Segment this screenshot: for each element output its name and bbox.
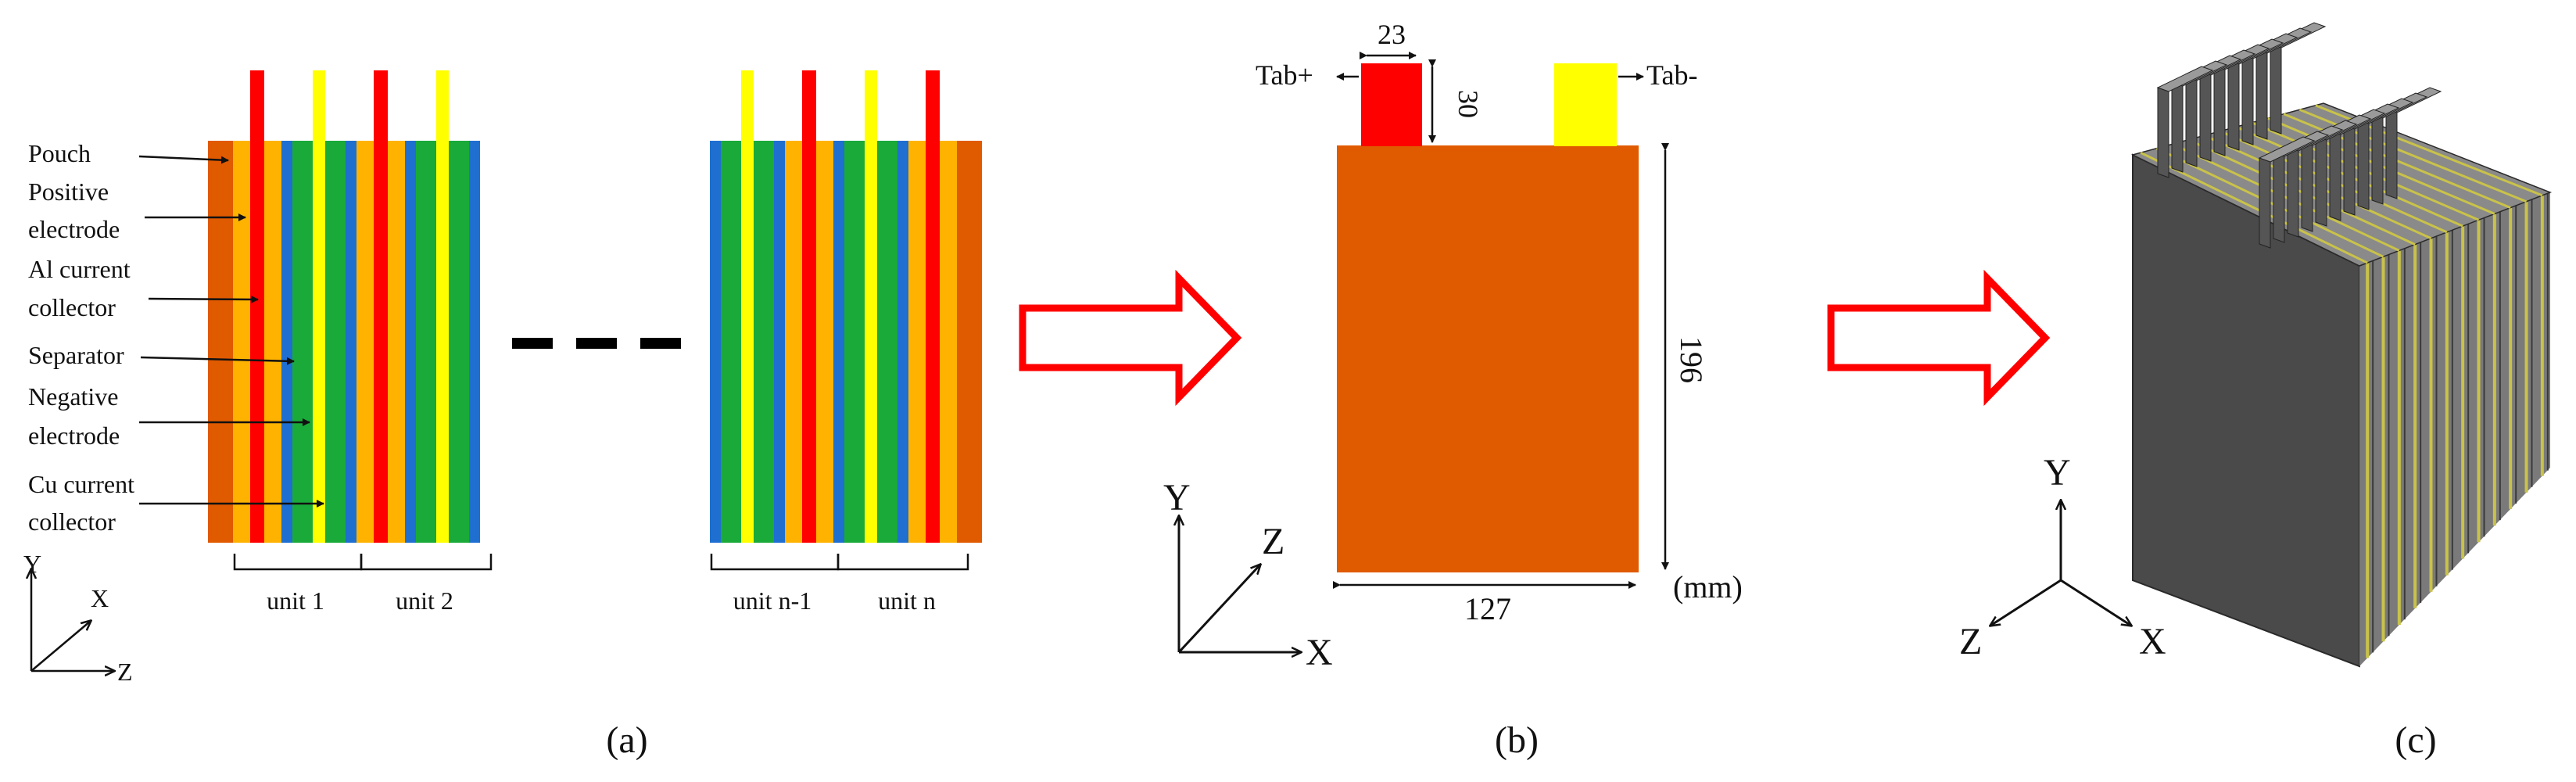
axis-c-z: Z [1959, 621, 1982, 662]
layer-separator [346, 141, 356, 543]
panel-b: Tab+ Tab- 23 30 196 127 (mm) Y Z X (b) [1163, 19, 1743, 761]
tab-positive [1361, 63, 1422, 146]
axis-c-x: X [2139, 621, 2166, 662]
layer-cu [313, 70, 325, 543]
axis-b-z: Z [1262, 521, 1284, 562]
label-cu-1: Cu current [28, 470, 134, 498]
layer-al [926, 70, 940, 543]
layer-negative [325, 141, 346, 543]
label-pouch: Pouch [28, 139, 91, 167]
caption-a: (a) [606, 719, 647, 761]
tab-plate [2156, 66, 2214, 178]
label-cu-2: collector [28, 508, 116, 536]
layer-separator [833, 141, 844, 543]
dim-tab-height: 30 [1453, 90, 1484, 118]
label-al-1: Al current [28, 255, 131, 283]
caption-b: (b) [1495, 719, 1539, 761]
tab-negative [1554, 63, 1617, 146]
tab-negative-label: Tab- [1646, 59, 1697, 91]
layer-positive [264, 141, 281, 543]
layer-positive [233, 141, 250, 543]
layer-negative [844, 141, 865, 543]
layer-pouch [208, 141, 233, 543]
axis-a-x: X [91, 584, 109, 612]
label-negative-2: electrode [28, 421, 120, 450]
axes-b [1179, 516, 1301, 652]
top-stripe [2140, 151, 2368, 264]
label-negative-1: Negative [28, 382, 119, 411]
axis-a-z: Z [117, 658, 133, 686]
label-positive-1: Positive [28, 178, 109, 206]
layer-stack-left [208, 70, 480, 543]
layer-stack-right [710, 70, 982, 543]
layer-labels: Pouch Positive electrode Al current coll… [28, 139, 324, 536]
cell-body [1337, 145, 1639, 572]
layer-separator [281, 141, 292, 543]
layer-negative [721, 141, 741, 543]
axis-a-y: Y [23, 550, 41, 578]
caption-c: (c) [2395, 719, 2436, 761]
layer-al [250, 70, 264, 543]
layer-al [802, 70, 816, 543]
tab-positive-label: Tab+ [1256, 59, 1313, 91]
flow-arrow-2 [1827, 269, 2051, 407]
layer-separator [897, 141, 908, 543]
axis-b-y: Y [1163, 477, 1191, 518]
layer-positive [388, 141, 405, 543]
layer-separator [469, 141, 480, 543]
layer-positive [356, 141, 374, 543]
layer-negative [449, 141, 469, 543]
layer-positive [940, 141, 957, 543]
label-positive-2: electrode [28, 215, 120, 243]
layer-stripes-side [2366, 192, 2549, 658]
unit-braces [233, 554, 969, 571]
dim-width: 127 [1464, 591, 1511, 626]
unit-n-label: unit n [878, 586, 936, 615]
layer-pouch [957, 141, 982, 543]
tab-stacks [2156, 22, 2442, 249]
layer-positive [785, 141, 802, 543]
layer-cu [865, 70, 877, 543]
ellipsis-dashes [512, 338, 681, 349]
layer-negative [416, 141, 436, 543]
layer-positive [816, 141, 833, 543]
layer-negative [877, 141, 897, 543]
layer-cu [741, 70, 754, 543]
axes-c [1990, 500, 2131, 626]
layer-negative [754, 141, 774, 543]
panel-a: Pouch Positive electrode Al current coll… [23, 70, 982, 761]
unit-n1-label: unit n-1 [733, 586, 811, 615]
dim-unit: (mm) [1673, 569, 1743, 604]
axes-a [31, 569, 114, 671]
layer-negative [292, 141, 313, 543]
axis-b-x: X [1306, 632, 1333, 673]
axis-c-y: Y [2044, 452, 2071, 493]
dim-height: 196 [1674, 336, 1709, 383]
layer-al [374, 70, 388, 543]
dim-tab-width: 23 [1378, 19, 1406, 50]
flow-arrow-1 [1019, 269, 1242, 407]
layer-separator [710, 141, 721, 543]
layer-cu [436, 70, 449, 543]
unit-2-label: unit 2 [396, 586, 453, 615]
layer-separator [774, 141, 785, 543]
layer-positive [908, 141, 926, 543]
top-stripe [2172, 142, 2400, 252]
cell-3d-side [2359, 192, 2550, 666]
unit-1-label: unit 1 [267, 586, 324, 615]
tab-plate [2258, 136, 2316, 249]
layer-separator [405, 141, 416, 543]
panel-c: Y Z X (c) [1959, 22, 2553, 761]
label-separator: Separator [28, 341, 124, 369]
label-al-2: collector [28, 293, 116, 321]
